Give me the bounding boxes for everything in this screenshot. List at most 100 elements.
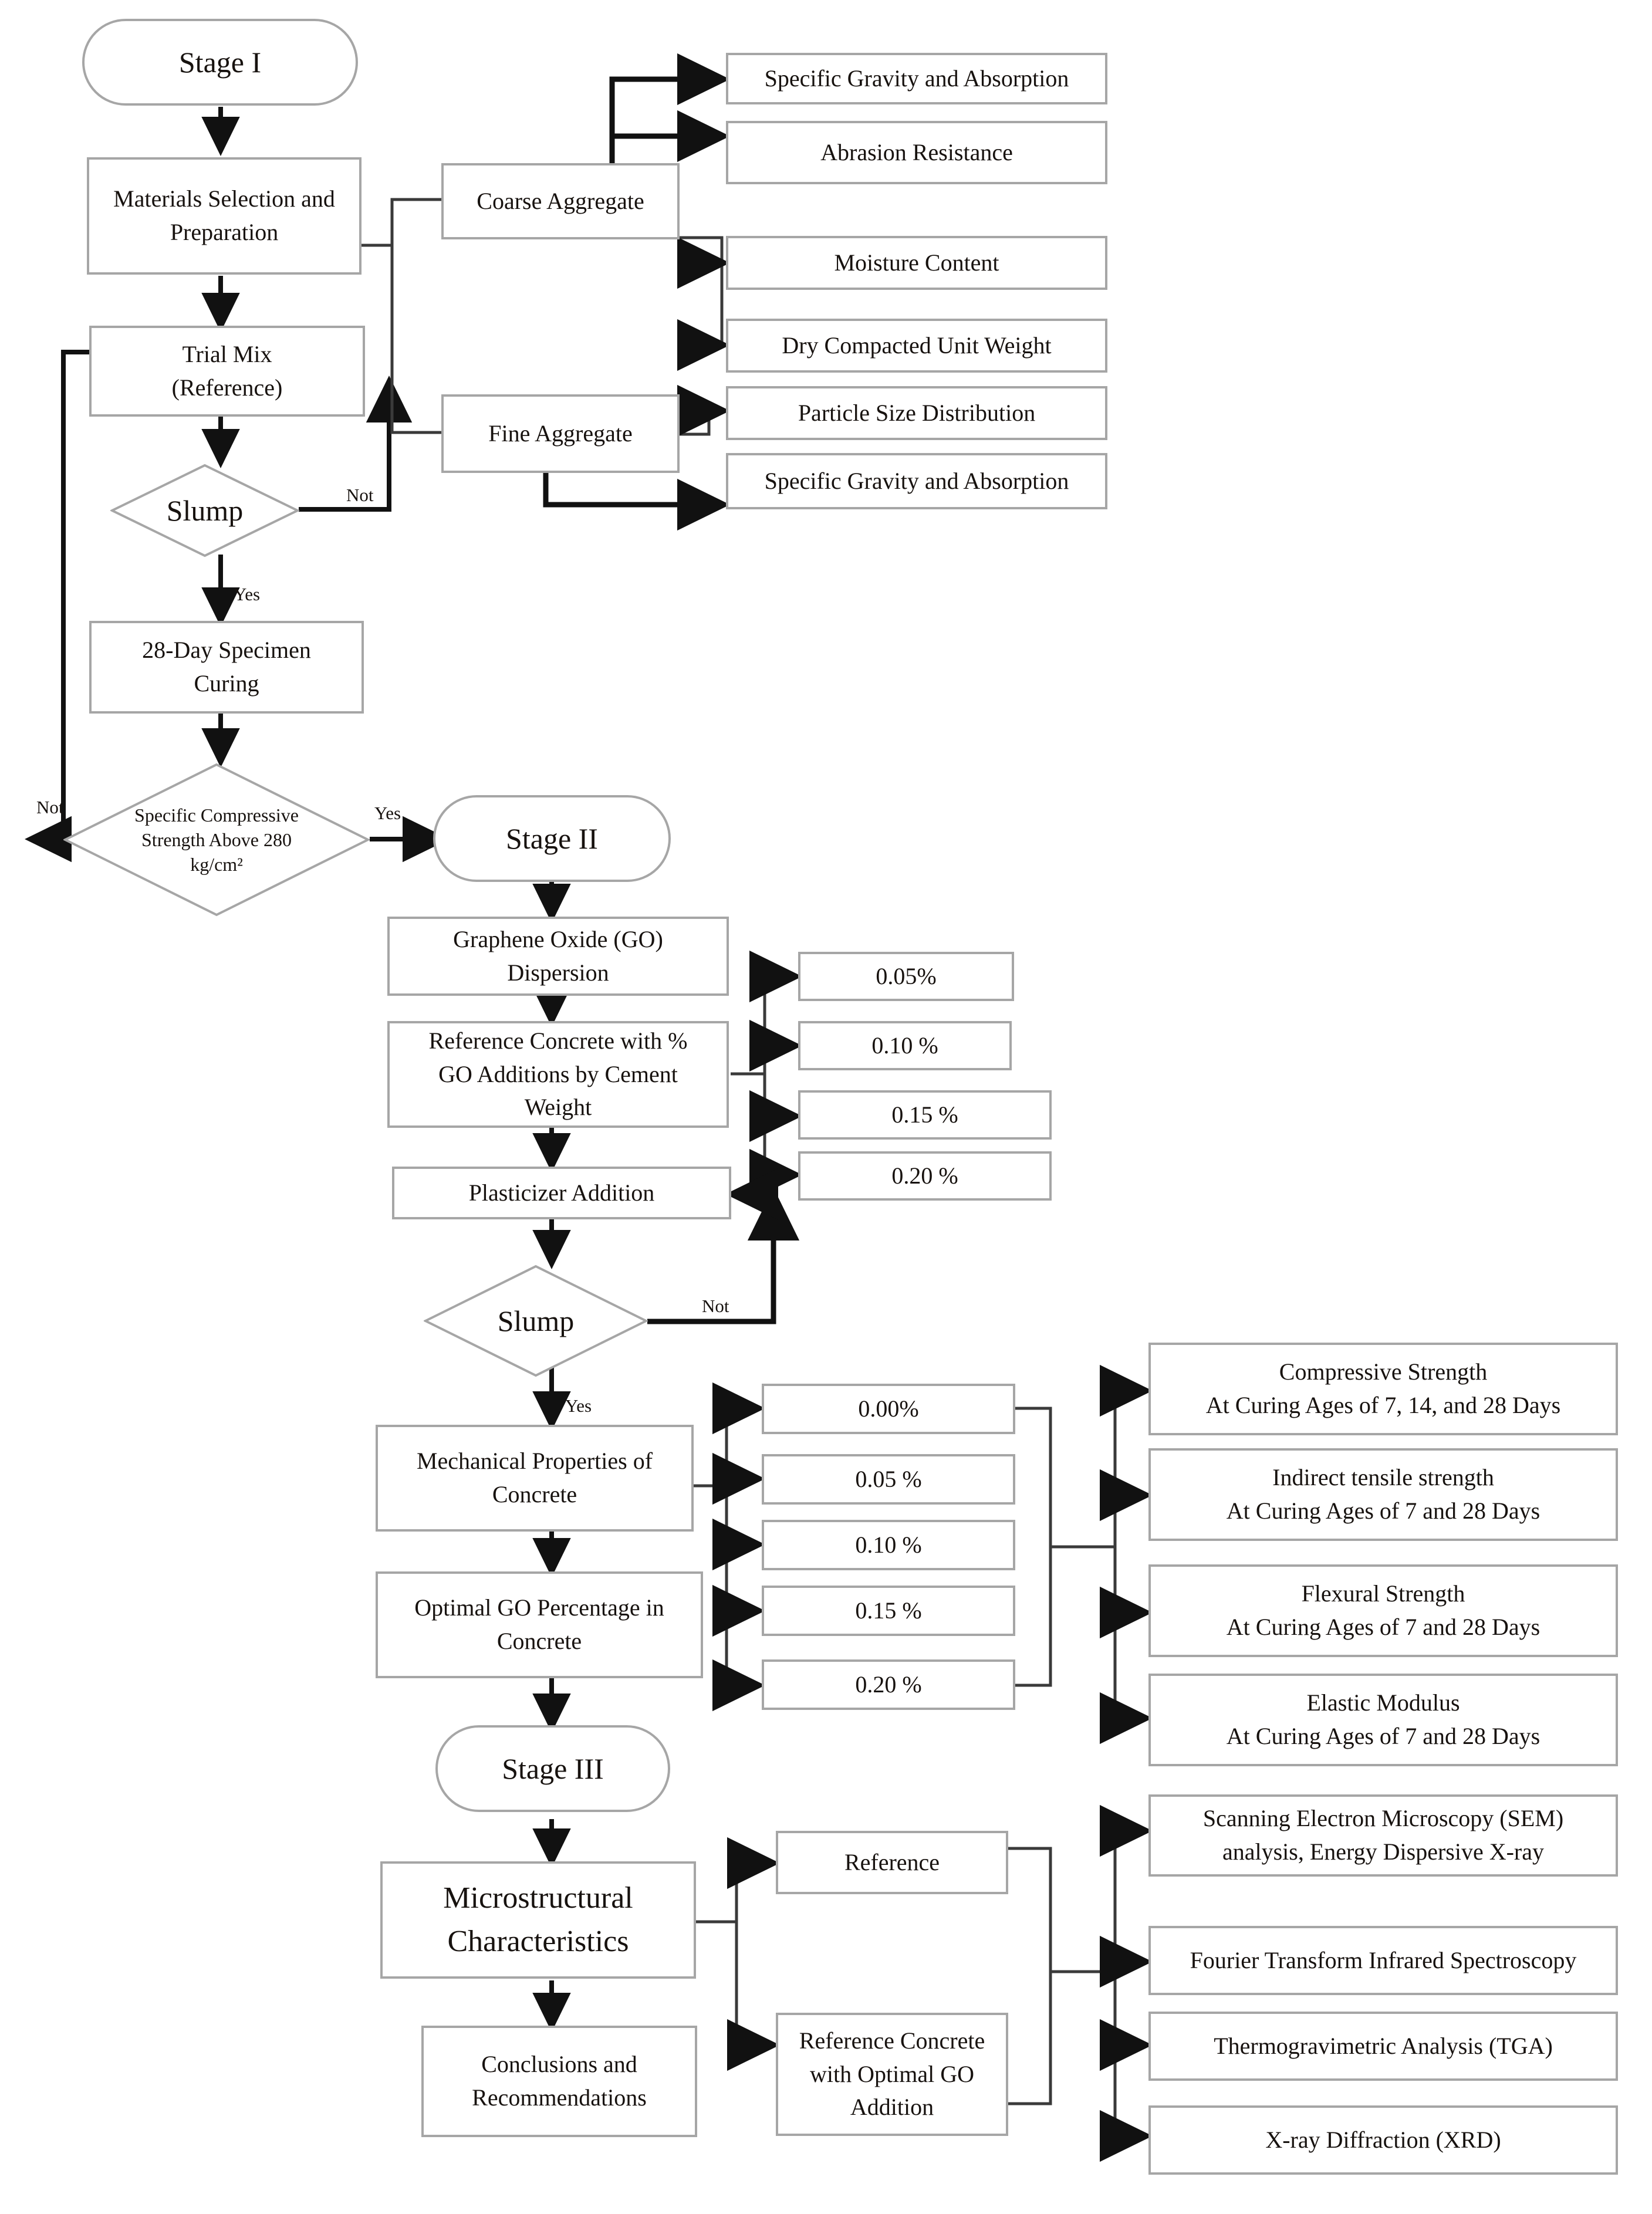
test-label: Dry Compacted Unit Weight [782,332,1052,359]
test-label: Specific Gravity and Absorption [764,65,1069,92]
optimal-go-percentage-box[interactable]: Optimal GO Percentage in Concrete [376,1571,703,1678]
specimen-line-1: Reference Concrete [799,2027,985,2054]
specimen-box-reference[interactable]: Reference [776,1831,1008,1894]
slump-decision-2[interactable]: Slump [424,1265,648,1377]
micro-test-box-2[interactable]: Thermogravimetric Analysis (TGA) [1148,2012,1618,2081]
strength-check-line-1: Specific Compressive [134,804,299,826]
plasticizer-addition-box[interactable]: Plasticizer Addition [392,1167,731,1219]
stage-1-terminator[interactable]: Stage I [82,19,358,106]
test-box-specific-gravity-fine[interactable]: Specific Gravity and Absorption [726,453,1107,509]
curing-box[interactable]: 28-Day Specimen Curing [89,621,364,714]
test-box-dry-compacted-unit-weight[interactable]: Dry Compacted Unit Weight [726,319,1107,373]
coarse-aggregate-label: Coarse Aggregate [477,187,644,214]
microstructural-line-1: Microstructural [443,1881,633,1915]
materials-selection-box[interactable]: Materials Selection and Preparation [87,157,362,275]
go-percentage-label: 0.05% [876,962,937,989]
strength-check-line-3: kg/cm² [190,854,243,876]
diamond-shape [110,464,299,557]
reference-concrete-line-3: Weight [524,1094,592,1121]
trial-mix-box[interactable]: Trial Mix (Reference) [89,326,365,417]
microstructural-characteristics-box[interactable]: Microstructural Characteristics [380,1861,696,1979]
mechanical-test-ages: At Curing Ages of 7, 14, and 28 Days [1205,1392,1561,1418]
coarse-aggregate-box[interactable]: Coarse Aggregate [441,163,680,239]
mechanical-properties-line-1: Mechanical Properties of [416,1448,653,1475]
optimal-go-line-2: Concrete [496,1628,582,1654]
reference-concrete-line-1: Reference Concrete with % [428,1027,688,1054]
compressive-strength-decision-label: Specific Compressive Strength Above 280 … [63,763,370,917]
mix-percentage-label: 0.10 % [855,1531,922,1558]
mechanical-test-box-0[interactable]: Compressive Strength At Curing Ages of 7… [1148,1343,1618,1435]
diamond-shape [424,1265,648,1377]
compressive-strength-decision[interactable]: Specific Compressive Strength Above 280 … [63,763,370,917]
mix-percentage-box-0[interactable]: 0.00% [762,1384,1015,1434]
mix-percentage-label: 0.15 % [855,1597,922,1624]
test-box-specific-gravity-coarse[interactable]: Specific Gravity and Absorption [726,53,1107,104]
go-percentage-box-0[interactable]: 0.05% [798,952,1014,1001]
mechanical-test-ages: At Curing Ages of 7 and 28 Days [1226,1723,1540,1749]
curing-line-1: 28-Day Specimen [142,637,311,664]
slump-decision-1-label: Slump [166,494,244,527]
mix-percentage-box-4[interactable]: 0.20 % [762,1659,1015,1710]
conclusions-line-2: Recommendations [472,2084,647,2111]
go-percentage-box-1[interactable]: 0.10 % [798,1021,1012,1070]
mechanical-properties-box[interactable]: Mechanical Properties of Concrete [376,1425,694,1532]
go-dispersion-line-2: Dispersion [507,959,609,986]
mechanical-test-box-2[interactable]: Flexural Strength At Curing Ages of 7 an… [1148,1564,1618,1657]
go-percentage-label: 0.15 % [891,1101,958,1128]
mix-percentage-box-1[interactable]: 0.05 % [762,1454,1015,1505]
stage-1-label: Stage I [178,45,262,79]
go-percentage-box-3[interactable]: 0.20 % [798,1151,1052,1201]
fine-aggregate-box[interactable]: Fine Aggregate [441,394,680,473]
mechanical-test-name: Elastic Modulus [1306,1689,1460,1716]
go-percentage-label: 0.10 % [871,1032,938,1059]
stage-3-terminator[interactable]: Stage III [435,1725,670,1812]
stage-2-label: Stage II [506,822,598,855]
reference-concrete-go-box[interactable]: Reference Concrete with % GO Additions b… [387,1021,729,1128]
stage-2-terminator[interactable]: Stage II [433,795,671,882]
mix-percentage-box-3[interactable]: 0.15 % [762,1586,1015,1636]
specimen-line-2: with Optimal GO [810,2060,974,2087]
materials-selection-line-1: Materials Selection and [113,185,335,212]
mix-percentage-label: 0.00% [858,1395,919,1422]
go-percentage-label: 0.20 % [891,1162,958,1189]
slump-decision-1[interactable]: Slump [110,464,299,557]
mechanical-test-box-3[interactable]: Elastic Modulus At Curing Ages of 7 and … [1148,1674,1618,1766]
mix-percentage-label: 0.05 % [855,1465,922,1492]
go-dispersion-box[interactable]: Graphene Oxide (GO) Dispersion [387,917,729,996]
microstructural-line-2: Characteristics [447,1925,629,1958]
mix-percentage-box-2[interactable]: 0.10 % [762,1520,1015,1570]
test-box-abrasion-resistance[interactable]: Abrasion Resistance [726,121,1107,184]
mechanical-test-ages: At Curing Ages of 7 and 28 Days [1226,1498,1540,1524]
go-percentage-box-2[interactable]: 0.15 % [798,1090,1052,1140]
slump-2-not-label: Not [702,1296,729,1316]
mix-percentage-label: 0.20 % [855,1671,922,1698]
materials-selection-line-2: Preparation [170,219,279,245]
strength-not-label: Not [36,797,64,817]
test-box-particle-size-distribution[interactable]: Particle Size Distribution [726,386,1107,440]
mechanical-test-name: Compressive Strength [1279,1358,1488,1385]
slump-1-not-label: Not [346,485,374,505]
fine-aggregate-label: Fine Aggregate [488,420,633,447]
reference-concrete-line-2: GO Additions by Cement [438,1060,678,1087]
slump-1-yes-label: Yes [234,584,261,604]
slump-decision-2-label: Slump [497,1304,575,1337]
mechanical-test-name: Indirect tensile strength [1272,1464,1494,1491]
micro-test-line-1: Fourier Transform Infrared Spectroscopy [1190,1946,1577,1973]
stage-3-label: Stage III [502,1752,604,1785]
slump-2-yes-label: Yes [565,1395,592,1416]
micro-test-box-0[interactable]: Scanning Electron Microscopy (SEM) analy… [1148,1794,1618,1877]
test-label: Specific Gravity and Absorption [764,467,1069,494]
mechanical-test-box-1[interactable]: Indirect tensile strength At Curing Ages… [1148,1448,1618,1541]
conclusions-box[interactable]: Conclusions and Recommendations [421,2026,697,2137]
trial-mix-line-1: Trial Mix [182,340,272,367]
micro-test-box-3[interactable]: X-ray Diffraction (XRD) [1148,2105,1618,2175]
specimen-line-3: Addition [850,2094,934,2121]
plasticizer-label: Plasticizer Addition [468,1179,655,1206]
test-box-moisture-content[interactable]: Moisture Content [726,236,1107,290]
mechanical-test-name: Flexural Strength [1301,1580,1465,1607]
micro-test-box-1[interactable]: Fourier Transform Infrared Spectroscopy [1148,1926,1618,1995]
test-label: Particle Size Distribution [798,399,1036,426]
specimen-box-optimal-go[interactable]: Reference Concrete with Optimal GO Addit… [776,2013,1008,2136]
micro-test-line-1: X-ray Diffraction (XRD) [1265,2126,1501,2153]
